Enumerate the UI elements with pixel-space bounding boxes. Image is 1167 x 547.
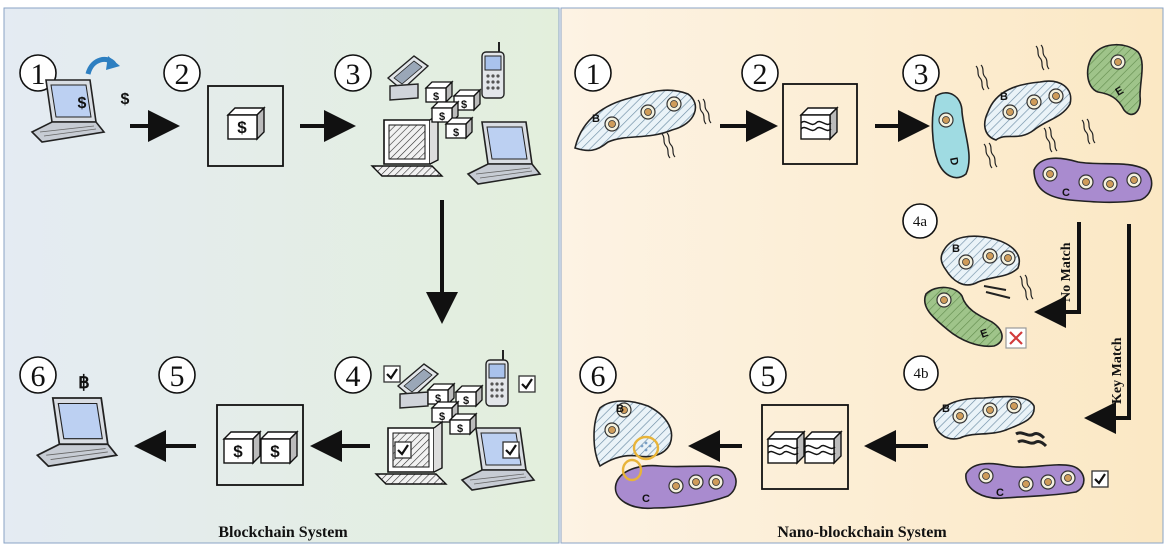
- svg-text:B: B: [592, 113, 600, 125]
- svg-text:$: $: [439, 411, 445, 423]
- step-number: 6: [31, 360, 46, 393]
- step-circle-1: [574, 54, 612, 92]
- svg-text:C: C: [996, 487, 1004, 499]
- svg-text:$: $: [453, 127, 459, 139]
- svg-text:$: $: [463, 395, 469, 407]
- key-match-arrow: [1084, 224, 1131, 434]
- key-match-label: Key Match: [1110, 337, 1125, 404]
- binding-site-icon: [621, 458, 643, 482]
- coin-group: $ $ $ $: [425, 81, 481, 139]
- cell-b: B: [940, 235, 1021, 286]
- transfer-arrow-head: [106, 56, 120, 70]
- cell-b: B: [933, 395, 1035, 440]
- checkbox-icon: [382, 364, 402, 384]
- cell-b: B: [983, 80, 1072, 141]
- checkbox-icon: [501, 440, 521, 460]
- step-number: 5: [170, 360, 185, 393]
- step-circle-2: [741, 54, 779, 92]
- step-circle-6: [579, 356, 617, 394]
- dollar-sign: $: [237, 118, 247, 137]
- step-number: 3: [346, 58, 361, 91]
- reject-icon: [1005, 327, 1027, 349]
- svg-text:C: C: [1062, 187, 1070, 199]
- svg-text:D: D: [947, 156, 960, 166]
- svg-text:E: E: [979, 327, 990, 341]
- step-circle-3: [902, 54, 940, 92]
- dollar-sign: $: [270, 442, 280, 461]
- block-box: [207, 85, 284, 167]
- no-match-arrow: [1034, 222, 1081, 328]
- step-circle-5: [749, 356, 787, 394]
- cell-c: C: [614, 464, 737, 509]
- step-number: 4b: [914, 366, 929, 382]
- svg-text:$: $: [439, 111, 445, 123]
- dna-strand-icon: [983, 285, 1011, 299]
- token-icon: [804, 431, 842, 464]
- svg-text:$: $: [433, 91, 439, 103]
- block-box: [761, 404, 849, 490]
- svg-text:B: B: [1000, 91, 1008, 103]
- step-number: 1: [586, 58, 601, 91]
- checkbox-icon: [517, 374, 537, 394]
- step-circle-5: [158, 356, 196, 394]
- step-number: 5: [761, 360, 776, 393]
- step-circle-4b: [903, 355, 939, 391]
- step-circle-2: [163, 54, 201, 92]
- cell-c: C: [965, 462, 1085, 499]
- dna-strand-icon: [1015, 431, 1048, 448]
- bitcoin-icon: ฿: [78, 372, 89, 392]
- svg-text:B: B: [616, 403, 624, 415]
- svg-text:B: B: [942, 403, 950, 415]
- step-number: 3: [914, 58, 929, 91]
- step-number: 4: [346, 360, 361, 393]
- step-circle-6: [19, 356, 57, 394]
- cell-e: E: [1086, 43, 1143, 116]
- block-box: [216, 404, 304, 486]
- step-circle-4: [334, 356, 372, 394]
- svg-text:$: $: [435, 393, 441, 405]
- blockchain-title: Blockchain System: [218, 524, 348, 541]
- cell-e: E: [923, 286, 1003, 348]
- dollar-sign: $: [233, 442, 243, 461]
- step-circle-3: [334, 54, 372, 92]
- cell-d: D: [931, 92, 970, 179]
- token-icon: [767, 431, 805, 464]
- coin-group: $ $ $ $: [427, 383, 483, 435]
- nano-blockchain-title: Nano-blockchain System: [777, 524, 947, 541]
- dollar-sign: $: [78, 95, 87, 112]
- no-match-label: No Match: [1059, 242, 1074, 302]
- step-number: 2: [175, 58, 190, 91]
- svg-text:$: $: [457, 423, 463, 435]
- dollar-sign: $: [121, 91, 130, 108]
- cell-c: C: [1033, 157, 1153, 204]
- checkbox-icon: [1090, 469, 1110, 489]
- step-number: 1: [31, 58, 46, 91]
- checkbox-icon: [393, 440, 413, 460]
- token-icon: [800, 107, 838, 140]
- binding-dots: [640, 441, 652, 452]
- svg-text:$: $: [461, 99, 467, 111]
- step-number: 6: [591, 360, 606, 393]
- step-circle-4a: [902, 203, 938, 239]
- cell-b: B: [574, 89, 697, 152]
- step-number: 2: [753, 58, 768, 91]
- binding-site-icon: [632, 435, 660, 461]
- svg-text:C: C: [642, 493, 650, 505]
- block-box: [782, 83, 858, 165]
- svg-text:B: B: [952, 243, 960, 255]
- step-number: 4a: [913, 214, 928, 230]
